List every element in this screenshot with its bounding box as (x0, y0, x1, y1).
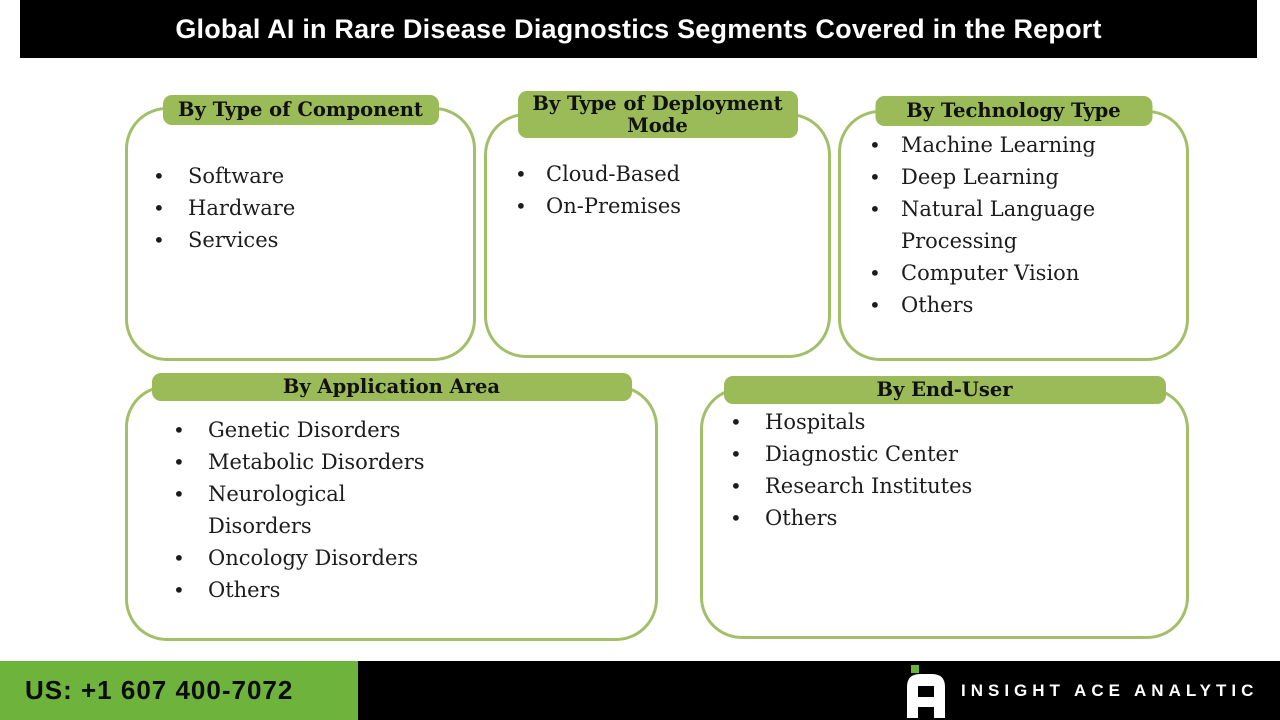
brand-name: INSIGHT ACE ANALYTIC (961, 680, 1259, 700)
segment-header-component: By Type of Component (162, 95, 439, 125)
segment-header-enduser: By End-User (723, 376, 1166, 404)
segment-box-enduser: By End-User HospitalsDiagnostic CenterRe… (700, 376, 1189, 639)
segment-title: By Type of Deployment Mode (532, 91, 783, 137)
list-item: Genetic Disorders (128, 414, 450, 446)
list-item: Neurological Disorders (128, 478, 450, 542)
segment-list-deployment: Cloud-BasedOn-Premises (487, 116, 828, 222)
segment-title: By End-User (876, 378, 1013, 401)
list-item: Software (128, 160, 473, 192)
list-item: Diagnostic Center (703, 438, 1186, 470)
title-bar: Global AI in Rare Disease Diagnostics Se… (20, 0, 1257, 58)
list-item: Deep Learning (841, 161, 1131, 193)
logo-green-dot (911, 665, 919, 673)
phone-badge: US: +1 607 400-7072 (0, 661, 358, 720)
list-item: Research Institutes (703, 470, 1186, 502)
segment-box-component: By Type of Component SoftwareHardwareSer… (125, 95, 476, 361)
segment-header-application: By Application Area (151, 373, 632, 401)
segment-title: By Application Area (282, 375, 501, 398)
list-item: Machine Learning (841, 129, 1131, 161)
phone-number: US: +1 607 400-7072 (25, 675, 294, 705)
segment-box-technology: By Technology Type Machine LearningDeep … (838, 96, 1189, 361)
segment-list-enduser: HospitalsDiagnostic CenterResearch Insti… (703, 390, 1186, 534)
list-item: Others (703, 502, 1186, 534)
list-item: On-Premises (487, 190, 828, 222)
segment-header-deployment: By Type of Deployment Mode (517, 91, 798, 138)
list-item: Oncology Disorders (128, 542, 450, 574)
brand-bar: INSIGHT ACE ANALYTIC (358, 661, 1280, 720)
list-item: Hospitals (703, 406, 1186, 438)
segment-list-component: SoftwareHardwareServices (128, 110, 473, 256)
segment-title: By Technology Type (906, 99, 1121, 122)
list-item: Computer Vision (841, 257, 1131, 289)
list-item: Cloud-Based (487, 158, 828, 190)
insight-ace-a-logo-icon (907, 663, 945, 718)
segment-header-technology: By Technology Type (875, 96, 1152, 126)
page-title: Global AI in Rare Disease Diagnostics Se… (175, 13, 1102, 44)
segment-title: By Type of Component (178, 98, 423, 121)
list-item: Hardware (128, 192, 473, 224)
list-item: Others (128, 574, 450, 606)
brand-group: INSIGHT ACE ANALYTIC (907, 661, 1258, 720)
segment-list-technology: Machine LearningDeep LearningNatural Lan… (841, 113, 1131, 321)
list-item: Natural Language Processing (841, 193, 1131, 257)
logo-a-glyph (907, 674, 945, 718)
segment-list-application: Genetic DisordersMetabolic DisordersNeur… (128, 388, 450, 606)
segment-box-deployment: By Type of Deployment Mode Cloud-BasedOn… (484, 91, 831, 358)
list-item: Services (128, 224, 473, 256)
list-item: Others (841, 289, 1131, 321)
segment-box-application: By Application Area Genetic DisordersMet… (125, 373, 658, 641)
list-item: Metabolic Disorders (128, 446, 450, 478)
